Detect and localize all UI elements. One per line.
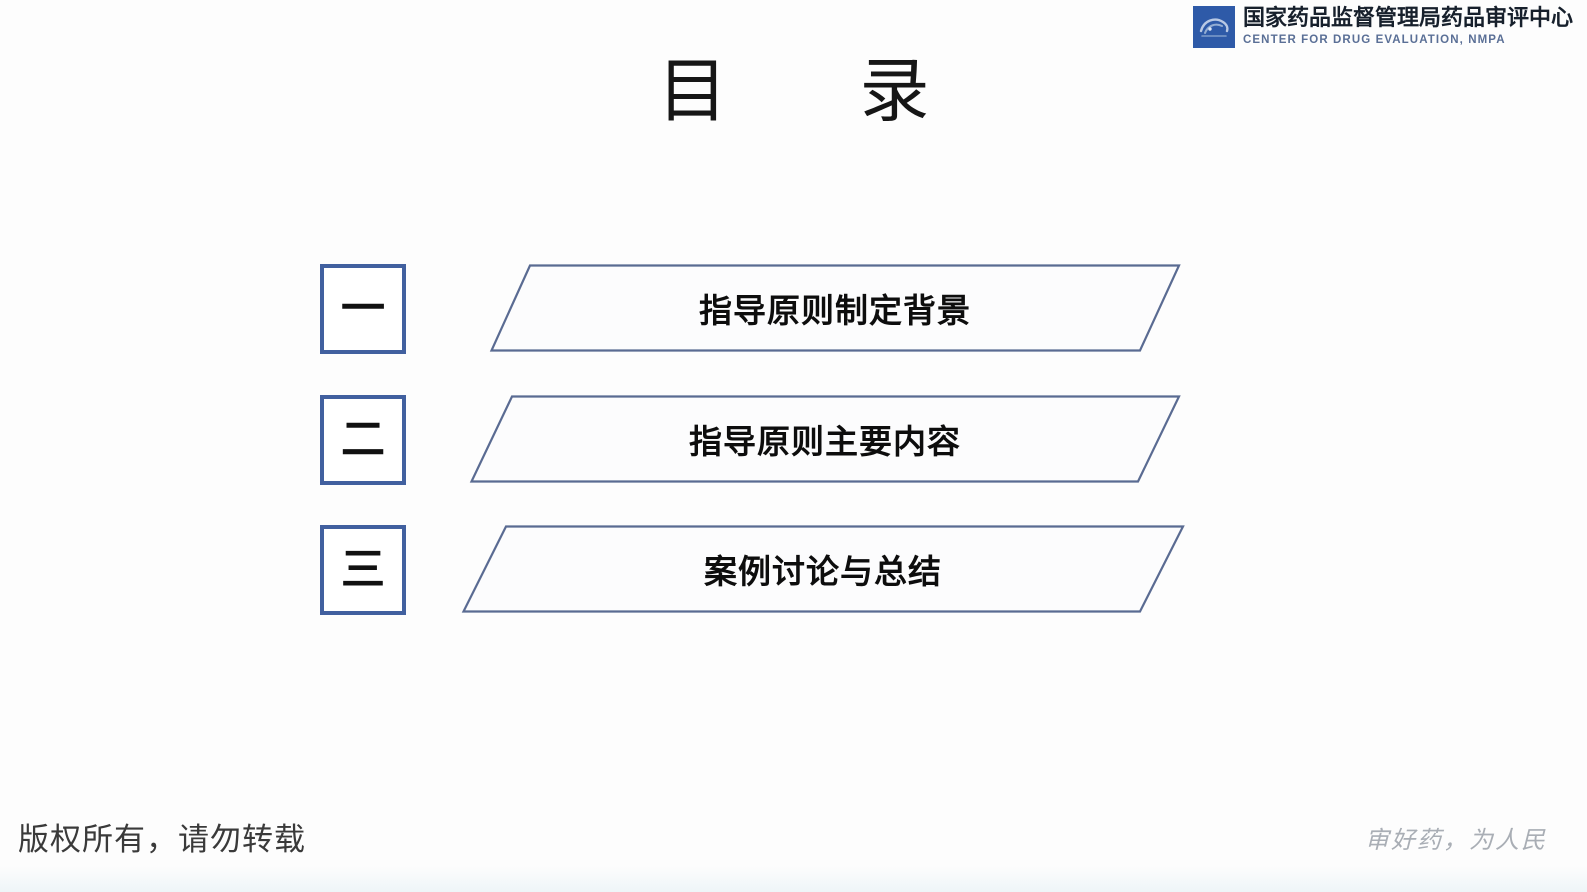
toc-number-box-3: 三 [320, 525, 406, 615]
toc-number-3: 三 [341, 544, 385, 595]
toc-item-3[interactable]: 三 案例讨论与总结 [0, 525, 1587, 615]
brand-name-en: CENTER FOR DRUG EVALUATION, NMPA [1242, 33, 1506, 46]
table-of-contents: 一 指导原则制定背景 二 指导原则主要内容 [0, 264, 1587, 624]
page-title: 目录 [657, 50, 1062, 132]
toc-number-box-2: 二 [320, 395, 406, 485]
toc-number-1: 一 [341, 283, 385, 334]
brand-name-cn: 国家药品监督管理局药品审评中心 [1242, 5, 1573, 31]
toc-label-2: 指导原则主要内容 [689, 422, 961, 461]
toc-banner-1: 指导原则制定背景 [489, 264, 1181, 352]
toc-number-box-1: 一 [320, 264, 406, 354]
footer-slogan: 审好药，为人民 [1365, 826, 1547, 854]
brand-text-block: 国家药品监督管理局药品审评中心 CENTER FOR DRUG EVALUATI… [1242, 5, 1573, 47]
brand-logo: 国家药品监督管理局药品审评中心 CENTER FOR DRUG EVALUATI… [1192, 5, 1573, 48]
toc-item-1[interactable]: 一 指导原则制定背景 [0, 264, 1587, 354]
toc-banner-3: 案例讨论与总结 [461, 525, 1185, 613]
toc-label-3: 案例讨论与总结 [704, 552, 942, 591]
toc-number-2: 二 [341, 414, 385, 465]
footer-copyright: 版权所有，请勿转载 [18, 822, 306, 858]
toc-item-2[interactable]: 二 指导原则主要内容 [0, 395, 1587, 485]
toc-banner-2: 指导原则主要内容 [469, 395, 1181, 483]
toc-label-1: 指导原则制定背景 [699, 291, 971, 330]
cde-wave-emblem-icon [1192, 6, 1235, 48]
